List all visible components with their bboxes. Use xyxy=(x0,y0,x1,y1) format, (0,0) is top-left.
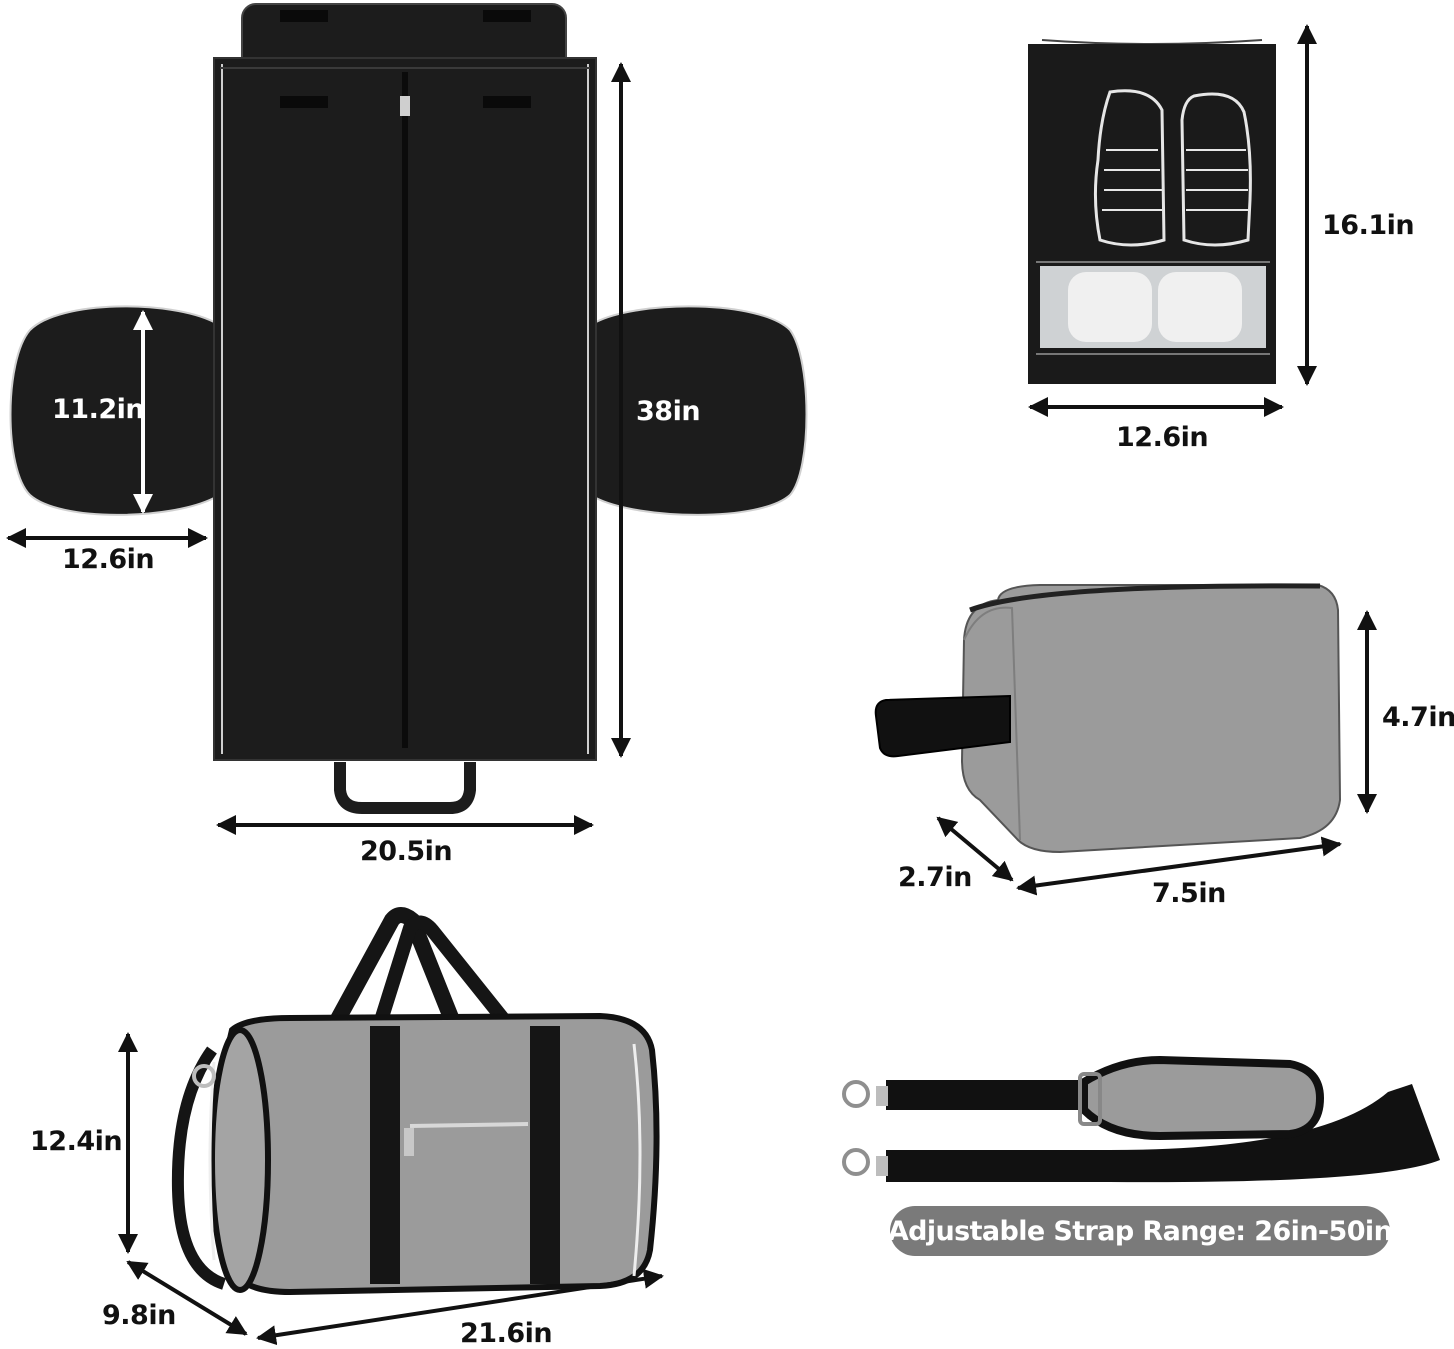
shoulder-strap xyxy=(842,1055,1440,1183)
toiletry-bag xyxy=(874,583,1342,854)
duffel-width-label: 21.6in xyxy=(460,1318,553,1349)
flap-height-label: 11.2in xyxy=(52,394,145,425)
shoe-bag-width-label: 12.6in xyxy=(1116,422,1209,453)
strap-range-label: Adjustable Strap Range: 26in-50in xyxy=(887,1215,1393,1247)
garment-length-label: 38in xyxy=(636,396,701,427)
garment-bag xyxy=(9,3,808,814)
shoe-bag xyxy=(1028,39,1276,384)
toiletry-width-arrow xyxy=(1016,836,1342,896)
strap-range-badge: Adjustable Strap Range: 26in-50in xyxy=(887,1206,1393,1256)
toiletry-width-label: 7.5in xyxy=(1152,878,1226,909)
shoe-bag-height-label: 16.1in xyxy=(1322,210,1415,241)
duffel-depth-arrow xyxy=(126,1260,248,1336)
toiletry-depth-arrow xyxy=(936,816,1014,882)
flap-width-label: 12.6in xyxy=(62,544,155,575)
toiletry-height-label: 4.7in xyxy=(1382,702,1454,733)
duffel-width-arrow xyxy=(256,1268,664,1346)
duffel-bag xyxy=(171,907,660,1296)
duffel-height-label: 12.4in xyxy=(30,1126,123,1157)
toiletry-depth-label: 2.7in xyxy=(898,862,972,893)
garment-width-label: 20.5in xyxy=(360,836,453,867)
duffel-depth-label: 9.8in xyxy=(102,1300,176,1331)
